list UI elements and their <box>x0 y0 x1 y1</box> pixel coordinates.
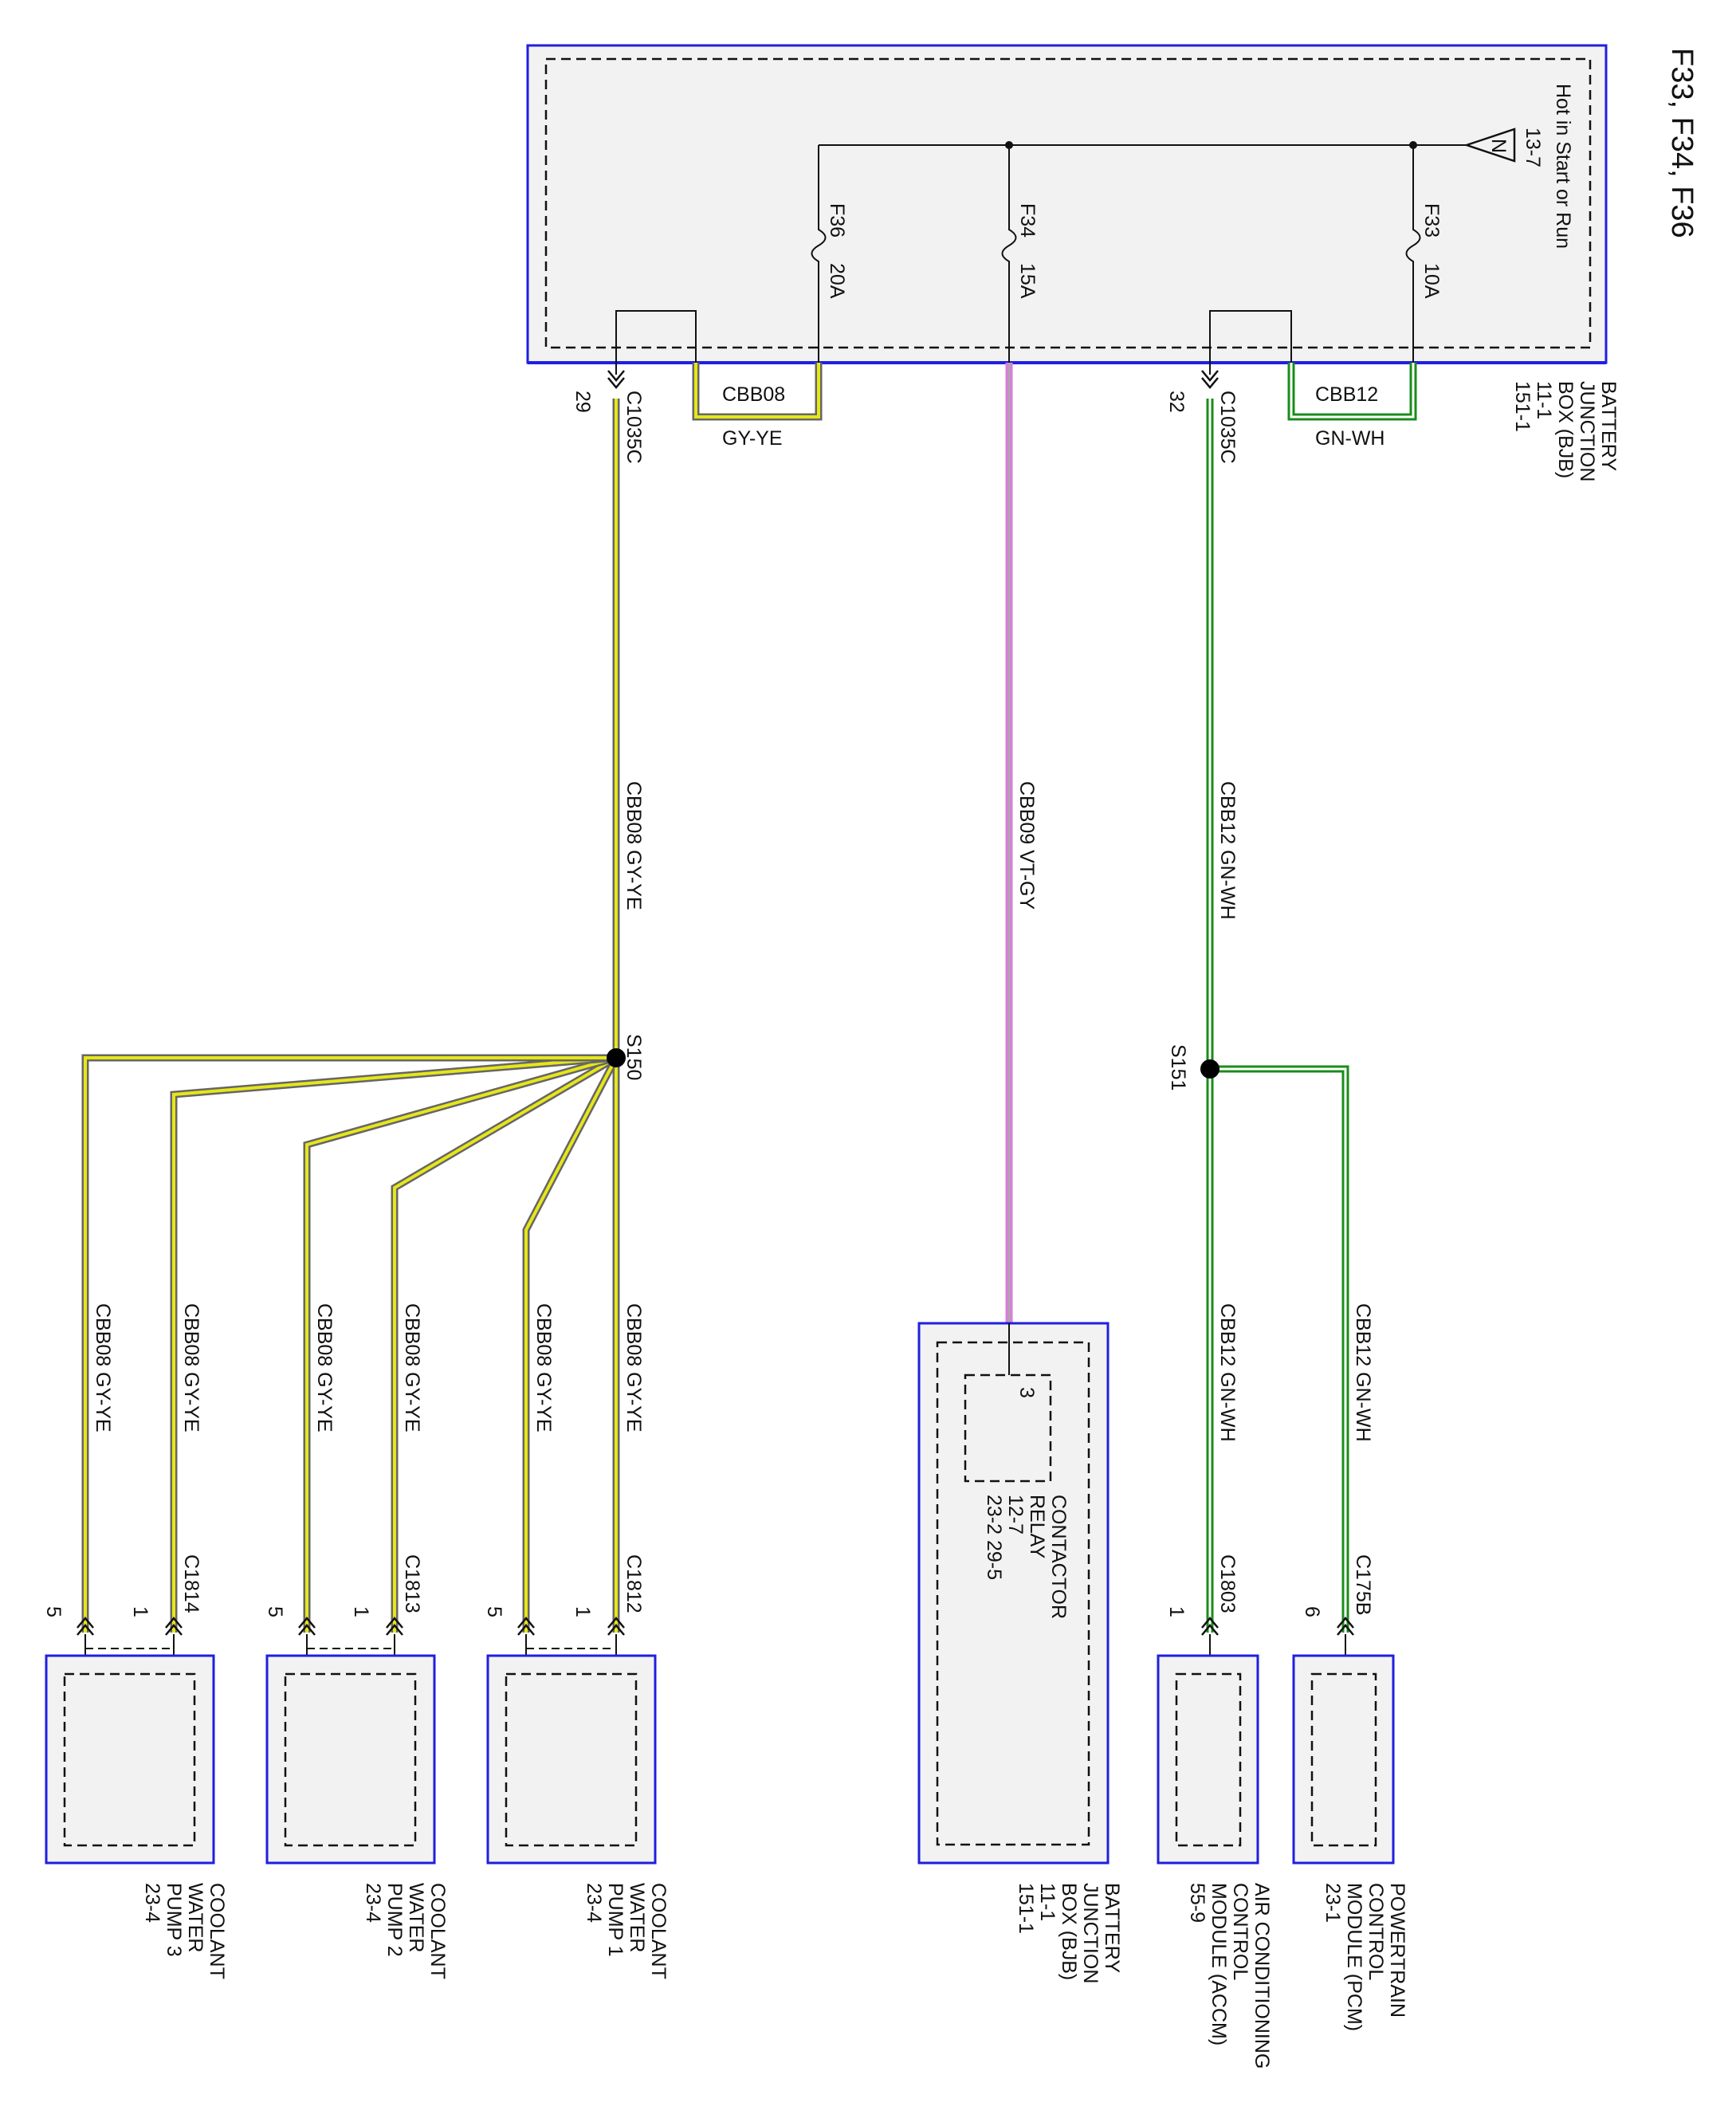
wire-cbb12: S151 CBB12 GN-WH CBB12 GN-WH CBB12 GN-WH <box>1167 399 1374 1633</box>
pump2-pin5: 5 <box>264 1606 286 1617</box>
svg-text:CONTACTOR: CONTACTOR <box>1047 1495 1070 1619</box>
svg-text:MODULE (ACCM): MODULE (ACCM) <box>1208 1883 1230 2045</box>
svg-text:MODULE (PCM): MODULE (PCM) <box>1343 1883 1365 2031</box>
svg-text:12-7: 12-7 <box>1004 1495 1027 1535</box>
svg-text:COOLANT: COOLANT <box>426 1883 449 1979</box>
power-source-letter: N <box>1487 139 1510 153</box>
module-accm: C1803 1 AIR CONDITIONING CONTROL MODULE … <box>1157 1554 1273 2069</box>
svg-text:151-1: 151-1 <box>1511 381 1534 432</box>
splice-s150-dot <box>607 1048 626 1067</box>
svg-text:23-4: 23-4 <box>583 1883 605 1923</box>
pump2-pin1: 1 <box>350 1606 372 1617</box>
svg-text:29: 29 <box>571 391 594 413</box>
svg-text:23-1: 23-1 <box>1322 1883 1344 1923</box>
cbb08-pump3-pin1-label: CBB08 GY-YE <box>180 1303 202 1432</box>
cbb09-trunk-label: CBB09 VT-GY <box>1015 781 1038 910</box>
cbb12-pcm-label: CBB12 GN-WH <box>1352 1303 1374 1442</box>
pump2-connector: C1813 <box>401 1554 423 1613</box>
wire-cbb09: CBB09 VT-GY <box>1005 363 1038 1323</box>
pump3-pin5: 5 <box>42 1606 65 1617</box>
svg-text:32: 32 <box>1165 391 1188 413</box>
pump3-pin1: 1 <box>129 1606 151 1617</box>
power-source-note: Hot in Start or Run <box>1552 84 1574 249</box>
splice-s151-label: S151 <box>1167 1044 1189 1091</box>
cbb08-tag-color: GY-YE <box>722 427 783 450</box>
pump1-pin1: 1 <box>571 1606 594 1617</box>
bjb-top-name: BATTERY JUNCTION BOX (BJB) 11-1 151-1 <box>1511 381 1620 481</box>
cbb12-trunk-label: CBB12 GN-WH <box>1216 781 1239 920</box>
power-source-ref: 13-7 <box>1522 128 1544 167</box>
splice-s151-dot <box>1200 1059 1220 1079</box>
cbb12-jumper: CBB12 GN-WH <box>1287 363 1417 450</box>
svg-text:PUMP 1: PUMP 1 <box>604 1883 626 1957</box>
svg-text:23-4: 23-4 <box>141 1883 163 1923</box>
svg-text:11-1: 11-1 <box>1533 381 1555 419</box>
fuse-f33-rating: 10A <box>1420 263 1443 299</box>
svg-text:CONTROL: CONTROL <box>1229 1883 1251 1980</box>
power-source-icon <box>1463 128 1516 163</box>
cbb08-pump1-pin5-label: CBB08 GY-YE <box>532 1303 555 1432</box>
pump3-connector: C1814 <box>180 1554 202 1613</box>
pump-1: C1812 1 5 COOLANT WATER PUMP 1 23-4 <box>483 1554 670 1979</box>
svg-text:CONTROL: CONTROL <box>1365 1883 1387 1980</box>
fuse-f36-rating: 20A <box>826 263 848 299</box>
cbb08-jumper: CBB08 GY-YE <box>692 363 823 450</box>
svg-text:AIR CONDITIONING: AIR CONDITIONING <box>1251 1883 1273 2069</box>
pump-2: C1813 1 5 COOLANT WATER PUMP 2 23-4 <box>264 1554 449 1979</box>
svg-text:PUMP 3: PUMP 3 <box>163 1883 185 1957</box>
svg-text:23-4: 23-4 <box>362 1883 384 1923</box>
svg-text:23-2 29-5: 23-2 29-5 <box>983 1495 1005 1580</box>
bjb-bottom: 3 CONTACTOR RELAY 12-7 23-2 29-5 BATTERY… <box>917 1322 1123 1983</box>
fuse-f34-label: F34 <box>1016 203 1039 238</box>
splice-s150-label: S150 <box>623 1034 645 1080</box>
svg-text:JUNCTION: JUNCTION <box>1576 381 1598 481</box>
accm-pin: 1 <box>1165 1606 1188 1617</box>
cbb08-trunk-label: CBB08 GY-YE <box>623 781 645 910</box>
svg-text:BOX (BJB): BOX (BJB) <box>1554 381 1577 478</box>
svg-text:C1035C: C1035C <box>623 391 645 464</box>
svg-text:WATER: WATER <box>405 1883 427 1953</box>
svg-text:RELAY: RELAY <box>1026 1495 1048 1558</box>
svg-text:COOLANT: COOLANT <box>647 1883 670 1979</box>
svg-text:C1035C: C1035C <box>1216 391 1239 464</box>
svg-text:WATER: WATER <box>626 1883 648 1953</box>
fuse-f34-rating: 15A <box>1016 263 1039 299</box>
svg-text:POWERTRAIN: POWERTRAIN <box>1386 1883 1408 2018</box>
svg-text:BATTERY: BATTERY <box>1101 1883 1123 1973</box>
fuse-f33-label: F33 <box>1420 203 1443 238</box>
relay-pin: 3 <box>1015 1387 1038 1398</box>
pump-3: C1814 1 5 COOLANT WATER PUMP 3 23-4 <box>42 1554 228 1979</box>
pcm-pin: 6 <box>1301 1606 1323 1617</box>
cbb08-pump2-pin5-label: CBB08 GY-YE <box>313 1303 336 1432</box>
module-pcm: C175B 6 POWERTRAIN CONTROL MODULE (PCM) … <box>1292 1554 1408 2031</box>
wire-cbb08: S150 CBB08 GY-YE CBB08 GY-YE CBB08 GY-YE… <box>81 399 645 1633</box>
cbb12-tag-color: GN-WH <box>1315 427 1384 450</box>
connector-c1035c-32: C1035C 32 <box>1165 369 1239 464</box>
svg-text:JUNCTION: JUNCTION <box>1079 1883 1102 1983</box>
cbb08-pump3-pin5-label: CBB08 GY-YE <box>92 1303 114 1432</box>
svg-text:PUMP 2: PUMP 2 <box>383 1883 406 1957</box>
cbb12-tag-circuit: CBB12 <box>1315 383 1378 406</box>
svg-text:COOLANT: COOLANT <box>206 1883 228 1979</box>
cbb08-pump1-pin1-label: CBB08 GY-YE <box>623 1303 645 1432</box>
pump1-pin5: 5 <box>483 1606 505 1617</box>
accm-connector: C1803 <box>1216 1554 1239 1613</box>
svg-text:11-1: 11-1 <box>1036 1883 1058 1921</box>
contactor-relay: 3 CONTACTOR RELAY 12-7 23-2 29-5 <box>964 1323 1070 1619</box>
bjb-top: N 13-7 Hot in Start or Run F33 10A F34 1… <box>526 44 1608 375</box>
page-title: F33, F34, F36 <box>1665 48 1699 238</box>
cbb08-tag-circuit: CBB08 <box>722 383 785 406</box>
svg-text:BOX (BJB): BOX (BJB) <box>1058 1883 1080 1980</box>
pump1-connector: C1812 <box>623 1554 645 1613</box>
svg-text:WATER: WATER <box>184 1883 206 1953</box>
svg-text:151-1: 151-1 <box>1015 1883 1037 1934</box>
svg-text:55-9: 55-9 <box>1186 1883 1208 1923</box>
cbb08-pump2-pin1-label: CBB08 GY-YE <box>401 1303 423 1432</box>
fuse-f36-label: F36 <box>826 203 848 238</box>
pcm-connector: C175B <box>1352 1554 1374 1615</box>
connector-c1035c-29: C1035C 29 <box>571 369 645 464</box>
svg-text:BATTERY: BATTERY <box>1597 381 1620 471</box>
cbb12-accm-label: CBB12 GN-WH <box>1216 1303 1239 1442</box>
